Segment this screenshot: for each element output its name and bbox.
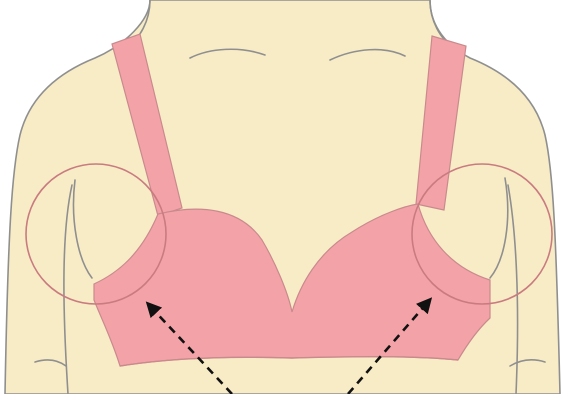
illustration xyxy=(0,0,565,394)
diagram-canvas xyxy=(0,0,565,394)
